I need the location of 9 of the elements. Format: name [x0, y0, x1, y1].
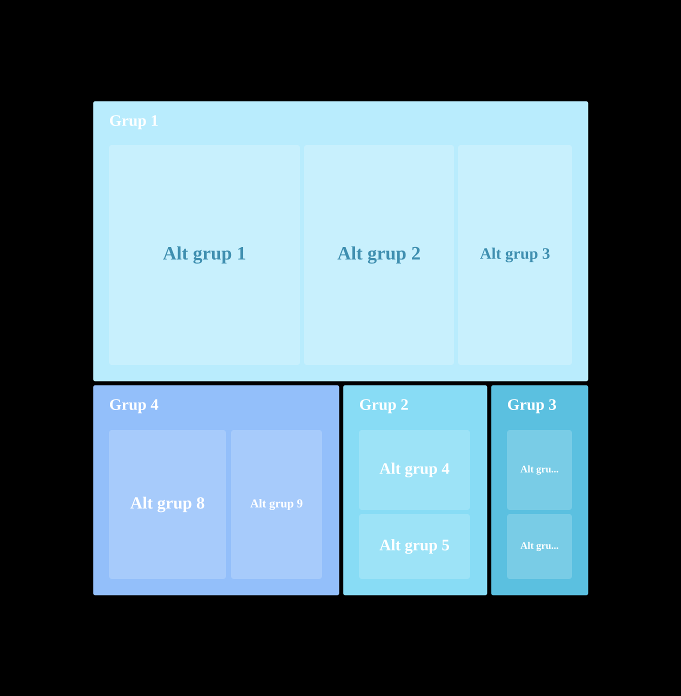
subgroup-box: Alt gru... [507, 514, 572, 579]
subgroup-box: Alt grup 4 [359, 430, 470, 510]
subgroup-box: Alt grup 1 [109, 145, 300, 365]
subgroup-box: Alt grup 8 [109, 430, 226, 579]
subgroup-box: Alt grup 2 [304, 145, 454, 365]
subgroup-box: Alt grup 5 [359, 514, 470, 579]
subgroup-box: Alt grup 9 [231, 430, 322, 579]
subgroup-box: Alt gru... [507, 430, 572, 510]
subgroup-box: Alt grup 3 [458, 145, 572, 365]
